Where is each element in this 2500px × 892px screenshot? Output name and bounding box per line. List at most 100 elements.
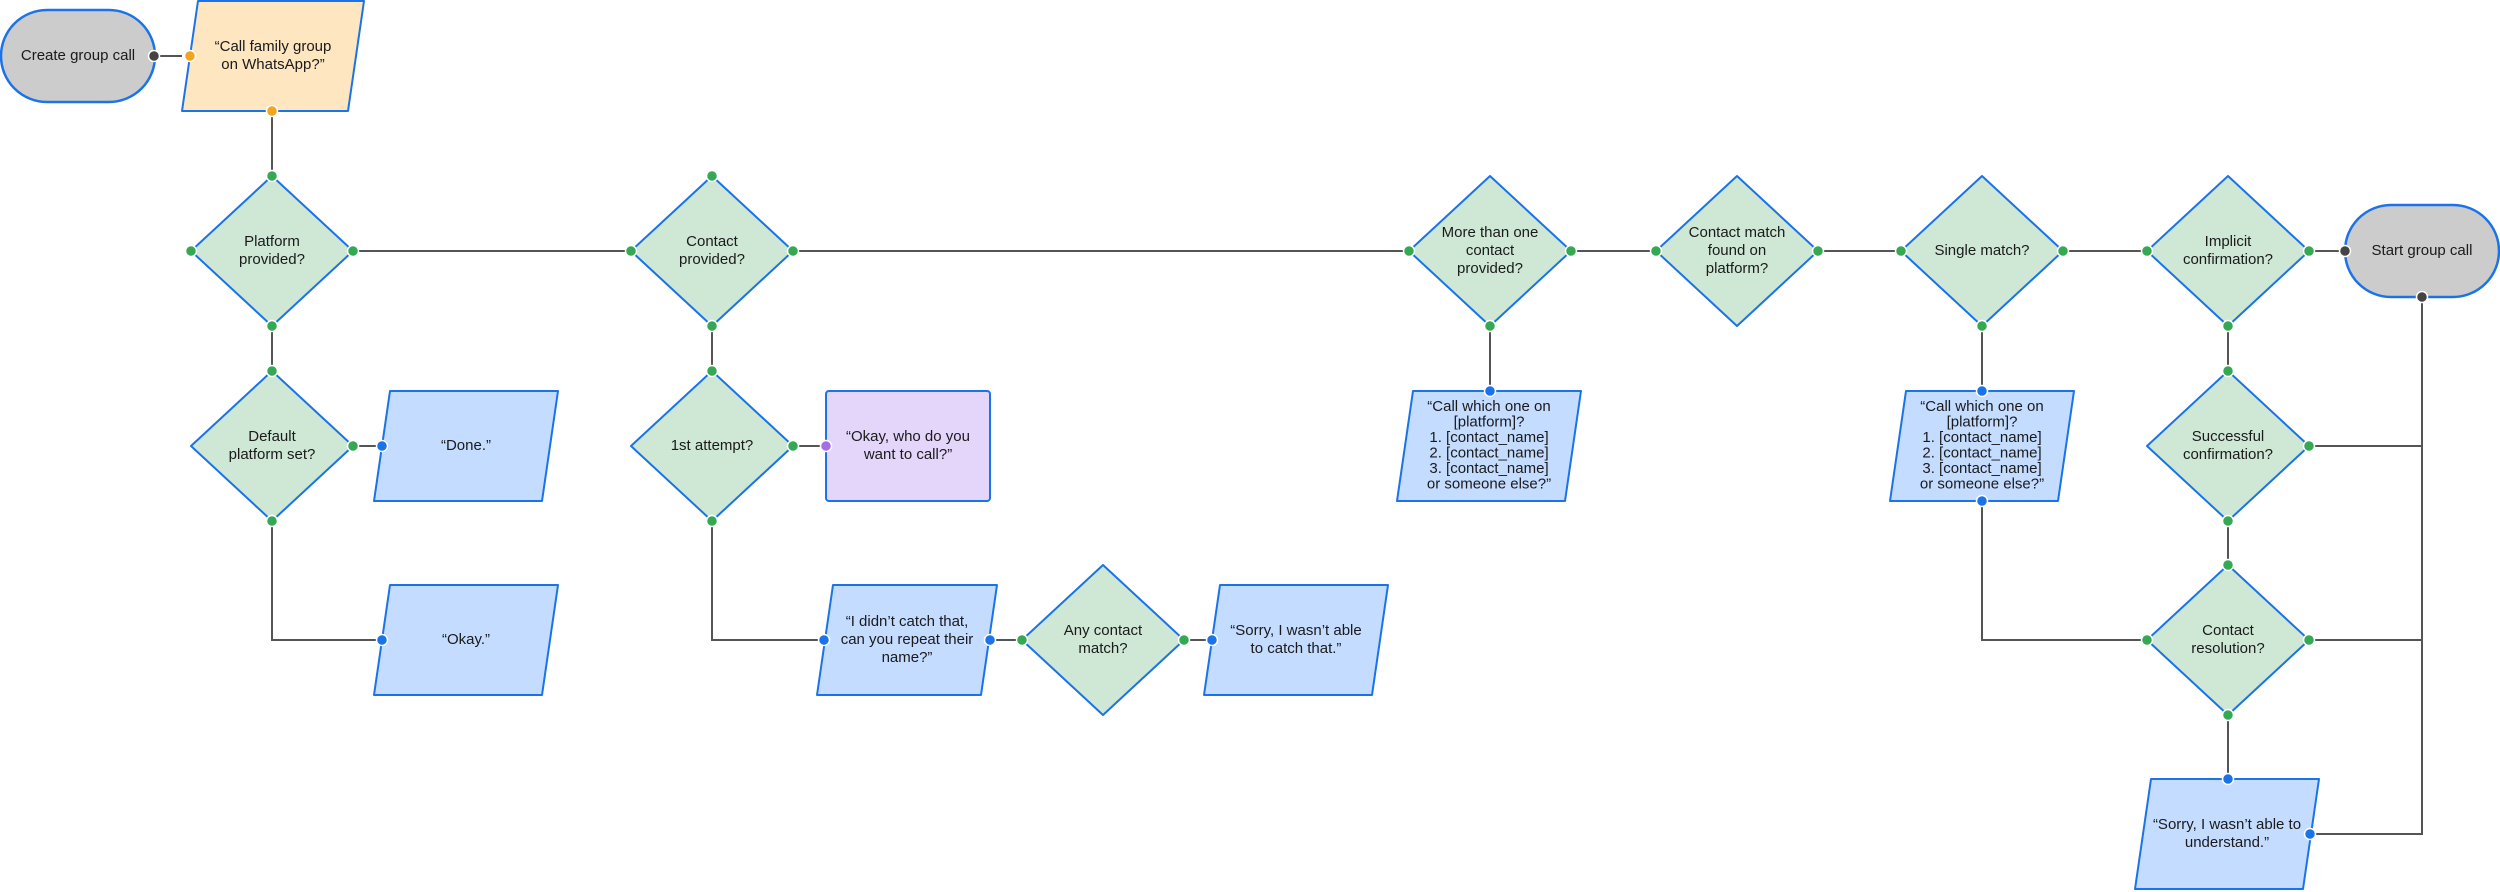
connection-port <box>2338 244 2352 258</box>
connection-port <box>786 439 800 453</box>
connection-port <box>265 514 279 528</box>
connection-port <box>1894 244 1908 258</box>
done-message-label-line: “Done.” <box>441 437 491 454</box>
connection-port <box>346 244 360 258</box>
connection-port <box>265 364 279 378</box>
create-group-call-terminal-label-line: Create group call <box>21 47 135 64</box>
edge-which2-to-resolution <box>1981 501 2147 641</box>
implicit-confirmation-decision-label-line: confirmation? <box>2183 251 2273 268</box>
user-query-input-label-line: on WhatsApp?” <box>221 56 324 73</box>
connection-port <box>375 633 389 647</box>
contact-match-found-decision-label-line: platform? <box>1706 260 1769 277</box>
contact-provided-decision-label-line: Contact <box>686 233 739 250</box>
connection-port <box>184 244 198 258</box>
done-message: “Done.” <box>373 390 559 502</box>
which-one-message-1-label-line: 3. [contact_name] <box>1429 460 1548 477</box>
sorry-understand-message-shape <box>2134 778 2320 890</box>
contact-match-found-decision-label-line: found on <box>1708 242 1766 259</box>
connection-ports <box>147 49 2429 841</box>
which-one-message-2-label-line: [platform]? <box>1947 414 2018 431</box>
sorry-catch-message-shape <box>1203 584 1389 696</box>
connection-port <box>2302 439 2316 453</box>
connection-port <box>1649 244 1663 258</box>
done-message-shape <box>373 390 559 502</box>
start-group-call-terminal-label-line: Start group call <box>2372 242 2473 259</box>
contact-match-found-decision-label-line: Contact match <box>1689 224 1786 241</box>
more-than-one-contact-decision-label-line: provided? <box>1457 260 1523 277</box>
connection-port <box>705 514 719 528</box>
which-one-message-2: “Call which one on[platform]?1. [contact… <box>1889 390 2075 502</box>
contact-resolution-decision-label-line: Contact <box>2202 622 2255 639</box>
connection-port <box>2140 633 2154 647</box>
any-contact-match-decision-label-line: Any contact <box>1064 622 1143 639</box>
connection-port <box>265 104 279 118</box>
which-one-message-1-label-line: 2. [contact_name] <box>1429 445 1548 462</box>
connection-port <box>1975 384 1989 398</box>
okay-message: “Okay.” <box>373 584 559 696</box>
who-to-call-prompt-label-line: “Okay, who do you <box>846 428 970 445</box>
connection-port <box>1811 244 1825 258</box>
edge-default-to-okay <box>271 521 382 641</box>
connection-port <box>1402 244 1416 258</box>
okay-message-label-line: “Okay.” <box>442 631 490 648</box>
repeat-name-message-label-line: can you repeat their <box>841 631 974 648</box>
connection-port <box>147 49 161 63</box>
connection-port <box>2415 290 2429 304</box>
single-match-decision: Single match? <box>1900 175 2064 327</box>
repeat-name-message-label-line: “I didn’t catch that, <box>846 613 969 630</box>
connection-port <box>1205 633 1219 647</box>
connection-port <box>817 633 831 647</box>
connection-port <box>2140 244 2154 258</box>
repeat-name-message: “I didn’t catch that,can you repeat thei… <box>816 584 998 696</box>
successful-confirmation-decision-label-line: confirmation? <box>2183 446 2273 463</box>
which-one-message-1-label-line: [platform]? <box>1454 414 1525 431</box>
which-one-message-1-label-line: 1. [contact_name] <box>1429 429 1548 446</box>
connection-port <box>1483 319 1497 333</box>
connection-port <box>2221 319 2235 333</box>
more-than-one-contact-decision-label-line: More than one <box>1442 224 1539 241</box>
connection-port <box>819 439 833 453</box>
create-group-call-terminal: Create group call <box>0 8 157 104</box>
connection-port <box>705 169 719 183</box>
contact-resolution-decision-label-line: resolution? <box>2191 640 2264 657</box>
connection-port <box>265 169 279 183</box>
edge-first-to-repeat <box>711 521 824 641</box>
connection-port <box>183 49 197 63</box>
connection-port <box>2302 633 2316 647</box>
edge-start-bus <box>2310 297 2423 835</box>
repeat-name-message-label-line: name?” <box>882 649 933 666</box>
connection-port <box>2302 244 2316 258</box>
connection-port <box>265 319 279 333</box>
repeat-name-message-shape <box>816 584 998 696</box>
connection-port <box>2221 364 2235 378</box>
connection-port <box>705 364 719 378</box>
which-one-message-2-label-line: 2. [contact_name] <box>1922 445 2041 462</box>
connection-port <box>786 244 800 258</box>
connection-port <box>375 439 389 453</box>
connection-port <box>2221 708 2235 722</box>
user-query-input-label-line: “Call family group <box>215 38 332 55</box>
connection-port <box>1015 633 1029 647</box>
connection-port <box>705 319 719 333</box>
which-one-message-1-label-line: or someone else?” <box>1427 476 1551 493</box>
connection-port <box>346 439 360 453</box>
default-platform-set-decision-label-line: Default <box>248 428 296 445</box>
default-platform-set-decision-label-line: platform set? <box>229 446 316 463</box>
which-one-message-1: “Call which one on[platform]?1. [contact… <box>1396 390 1582 502</box>
connection-port <box>2221 558 2235 572</box>
sorry-understand-message-label-line: “Sorry, I wasn’t able to <box>2153 816 2301 833</box>
connection-port <box>1975 319 1989 333</box>
which-one-message-2-label-line: 3. [contact_name] <box>1922 460 2041 477</box>
